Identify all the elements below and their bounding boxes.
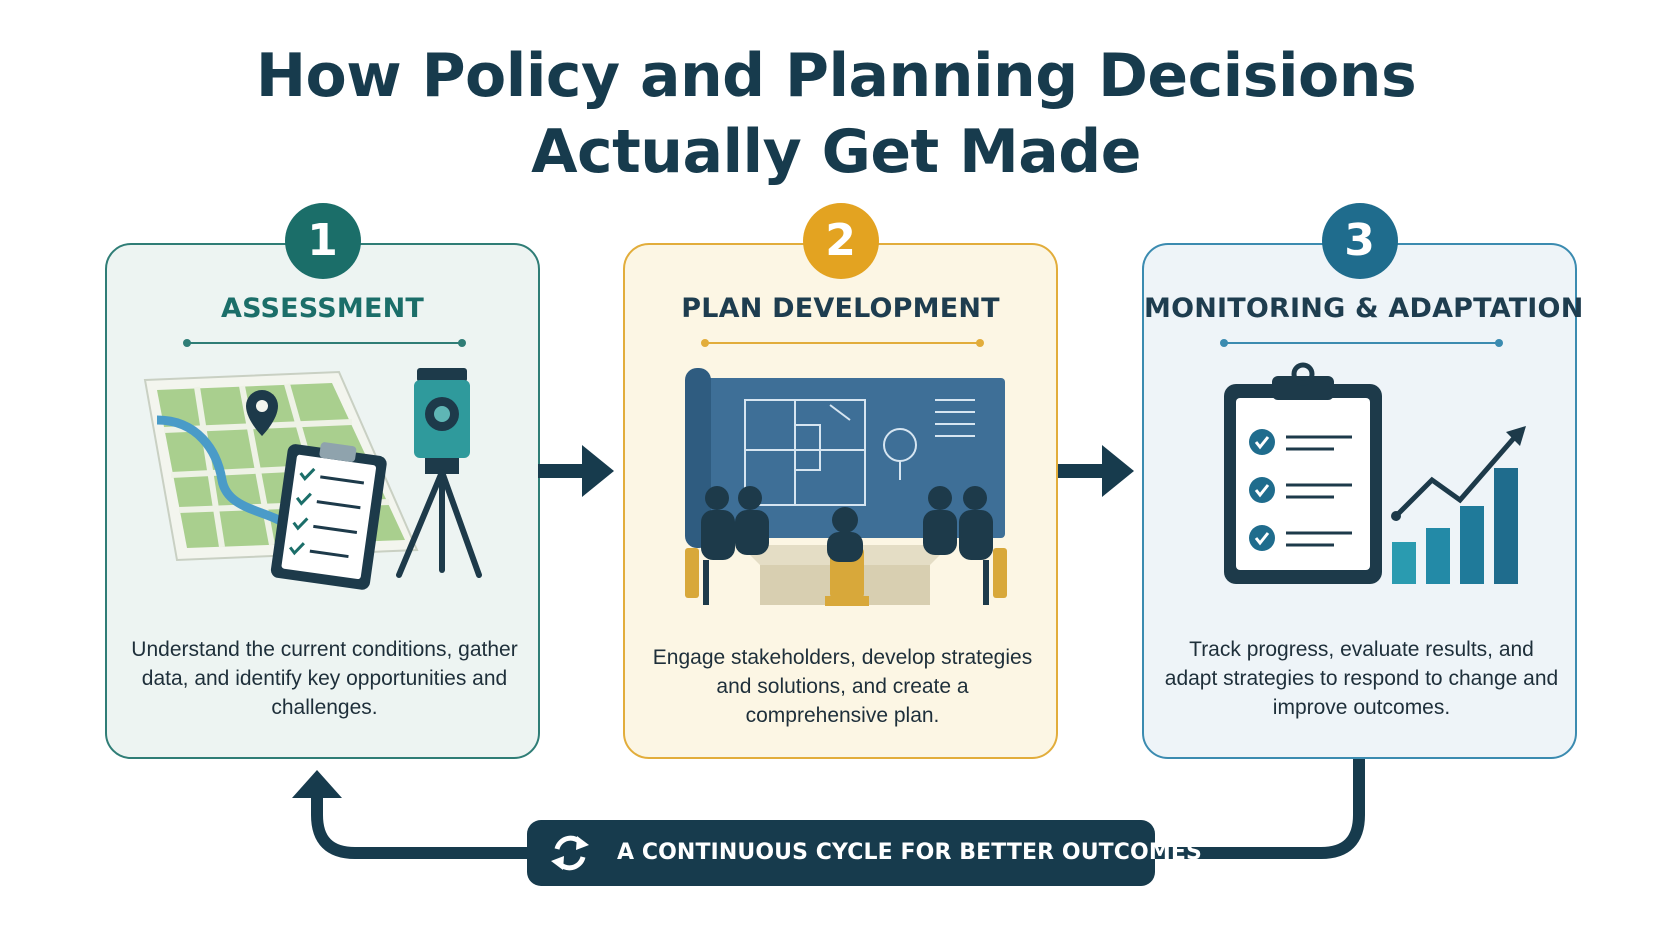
step-number-badge: 2: [802, 203, 879, 279]
clipboard-checklist-icon: [270, 442, 387, 590]
arrow-right-icon: [538, 445, 614, 497]
heading-divider: [1220, 339, 1503, 347]
step-description: Engage stakeholders, develop strategies …: [652, 646, 1033, 727]
step-heading: MONITORING & ADAPTATION: [1144, 293, 1584, 324]
step-card-monitoring: 3 MONITORING & ADAPTATION: [1142, 203, 1584, 759]
step-heading: ASSESSMENT: [220, 293, 425, 324]
title-line-1: How Policy and Planning Decisions: [255, 41, 1417, 111]
step-number-badge: 3: [1321, 203, 1398, 279]
step-card-plan-development: 2 PLAN DEVELOPMENT: [623, 203, 1058, 759]
title-line-2: Actually Get Made: [531, 117, 1141, 187]
arrow-right-icon: [1058, 445, 1134, 497]
step-description: Understand the current conditions, gathe…: [131, 638, 518, 719]
heading-divider: [183, 339, 466, 347]
cycle-label: A CONTINUOUS CYCLE FOR BETTER OUTCOMES: [617, 840, 1202, 865]
step-description: Track progress, evaluate results, and ad…: [1164, 638, 1559, 719]
location-pin-icon: [246, 390, 278, 436]
page-title: How Policy and Planning Decisions Actual…: [0, 38, 1672, 190]
refresh-cycle-icon: [551, 835, 589, 871]
growth-bar-chart-icon: [1392, 468, 1518, 584]
arrow-up-icon: [292, 770, 342, 798]
cycle-banner: A CONTINUOUS CYCLE FOR BETTER OUTCOMES: [527, 820, 1202, 886]
step-heading: PLAN DEVELOPMENT: [681, 293, 1000, 324]
step-number-badge: 1: [284, 203, 361, 279]
heading-divider: [701, 339, 984, 347]
step-card-assessment: 1 ASSESSMENT: [105, 203, 540, 759]
trend-arrow-icon: [1391, 426, 1526, 521]
people-icon: [701, 486, 993, 605]
meeting-table-icon: [685, 545, 1007, 606]
blueprint-icon: [685, 368, 1005, 548]
plan-development-illustration: [685, 368, 1007, 606]
monitoring-illustration: [1224, 362, 1526, 584]
clipboard-checklist-icon: [1224, 362, 1382, 584]
assessment-illustration: [143, 368, 482, 590]
surveying-instrument-icon: [396, 368, 482, 578]
